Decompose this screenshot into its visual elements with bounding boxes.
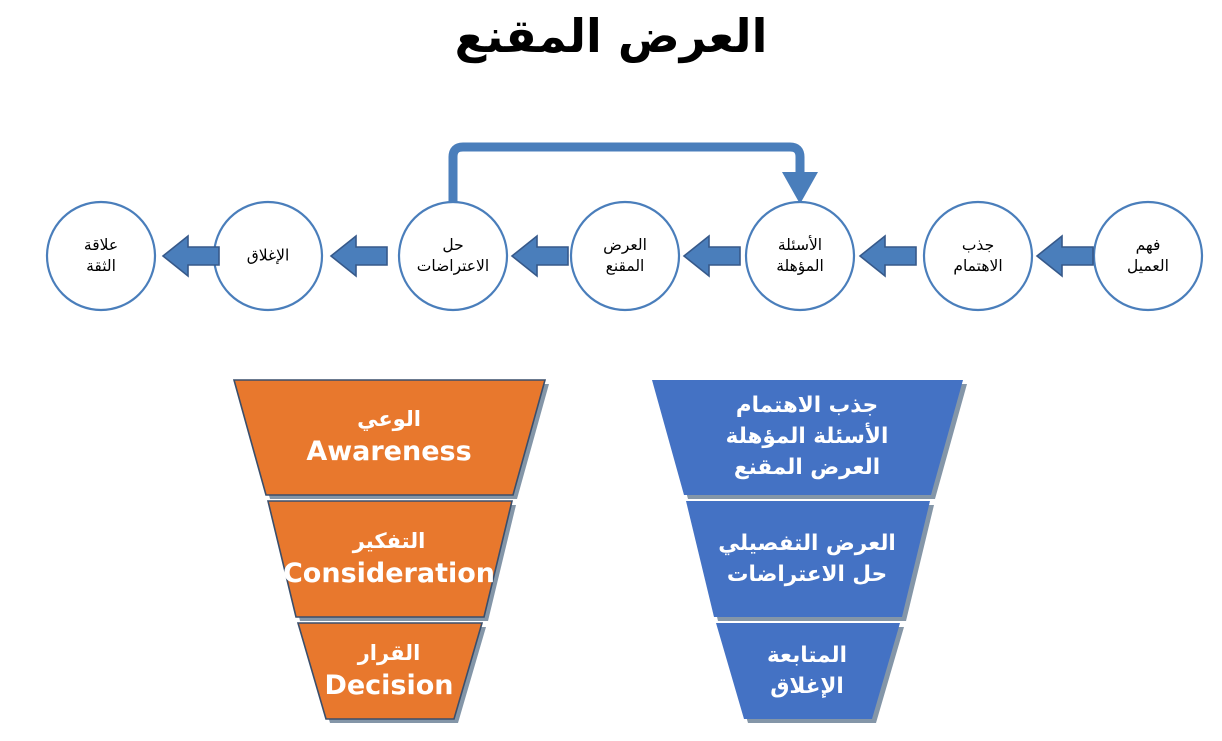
arrow-left-icon-1 xyxy=(1035,234,1094,278)
funnel-stage-blue-1[interactable] xyxy=(652,380,963,495)
arrow-left-icon-5 xyxy=(329,234,388,278)
funnel-stage-blue-3[interactable] xyxy=(716,623,900,719)
circle-qualifying-questions[interactable] xyxy=(744,200,856,312)
arrow-left-icon-3 xyxy=(682,234,741,278)
circle-resolve-objections[interactable] xyxy=(397,200,509,312)
funnels-section: الوعي Awareness التفكير Consideration ال… xyxy=(0,360,1222,741)
funnels-canvas xyxy=(232,379,967,723)
sales-process-funnel xyxy=(652,380,967,723)
funnel-stage-consideration[interactable] xyxy=(266,500,514,618)
arrow-left-icon-2 xyxy=(858,234,917,278)
circle-understand-customer[interactable] xyxy=(1092,200,1204,312)
arrow-left-icon-6 xyxy=(161,234,220,278)
circle-convincing-presentation[interactable] xyxy=(569,200,681,312)
funnel-stage-decision[interactable] xyxy=(296,622,484,720)
page-title: العرض المقنع xyxy=(454,9,768,63)
funnel-stage-awareness[interactable] xyxy=(232,379,547,496)
circle-closing[interactable] xyxy=(212,200,324,312)
process-chain: فهم العميل جذب الاهتمام الأسئلة المؤهلة … xyxy=(0,120,1222,335)
arrow-left-icon-4 xyxy=(510,234,569,278)
circle-attract-attention[interactable] xyxy=(922,200,1034,312)
funnel-stage-blue-2[interactable] xyxy=(686,501,930,617)
feedback-loop-arrow xyxy=(448,142,818,204)
chain-arrows xyxy=(161,234,1094,278)
customer-journey-funnel xyxy=(232,379,549,723)
process-circles xyxy=(45,200,1204,312)
process-chain-canvas xyxy=(45,142,1204,312)
circle-trust-relationship[interactable] xyxy=(45,200,157,312)
